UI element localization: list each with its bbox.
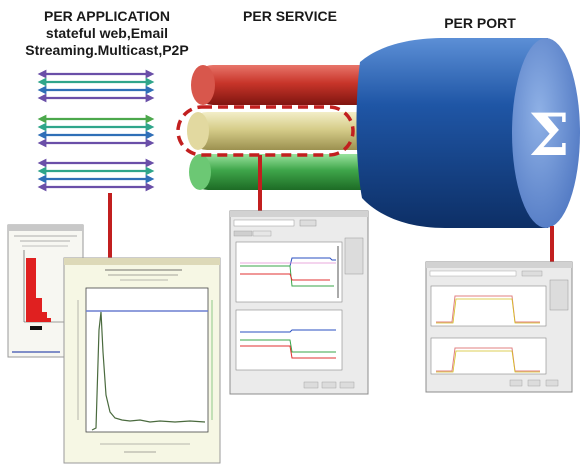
histogram-bar — [47, 318, 51, 322]
histogram-bar — [36, 298, 42, 322]
per-application-line3: Streaming.Multicast,P2P — [25, 42, 189, 58]
application-flow-arrows — [37, 69, 155, 192]
service-trace — [240, 329, 336, 333]
service-monitor-window — [229, 210, 369, 395]
tan-service-tube — [188, 112, 393, 150]
red-service-tube — [193, 65, 393, 105]
service-highlight-dashed — [176, 105, 355, 157]
port-cylinder-face — [512, 38, 580, 228]
per-port-header: PER PORT — [444, 15, 516, 31]
per-service-header: PER SERVICE — [243, 8, 337, 24]
per-application-title: PER APPLICATION — [43, 8, 170, 24]
port-trace — [436, 295, 540, 323]
port-trace — [436, 350, 540, 373]
green-service-tube — [190, 154, 393, 190]
service-tubes — [187, 65, 393, 190]
red-tube-cap — [191, 65, 215, 105]
connector-lines — [108, 155, 554, 262]
histogram-bar — [42, 312, 47, 322]
histogram-bar — [26, 258, 36, 322]
per-application-line2: stateful web,Email — [45, 25, 169, 41]
window-icon — [8, 225, 83, 231]
per-application-header: PER APPLICATION stateful web,Email Strea… — [2, 8, 212, 59]
green-tube-cap — [189, 154, 211, 190]
sigma-symbol: Σ — [528, 101, 569, 169]
application-http-response-window — [63, 257, 221, 464]
port-cylinder: Σ — [356, 38, 580, 228]
service-trace — [240, 273, 330, 281]
service-trace — [240, 265, 334, 287]
service-trace — [240, 345, 336, 359]
port-monitor-window — [425, 261, 573, 393]
port-trace — [436, 347, 540, 372]
response-time-curve — [91, 311, 206, 431]
service-trace — [240, 339, 336, 353]
port-trace — [436, 298, 540, 324]
tan-tube-cap — [187, 112, 209, 150]
